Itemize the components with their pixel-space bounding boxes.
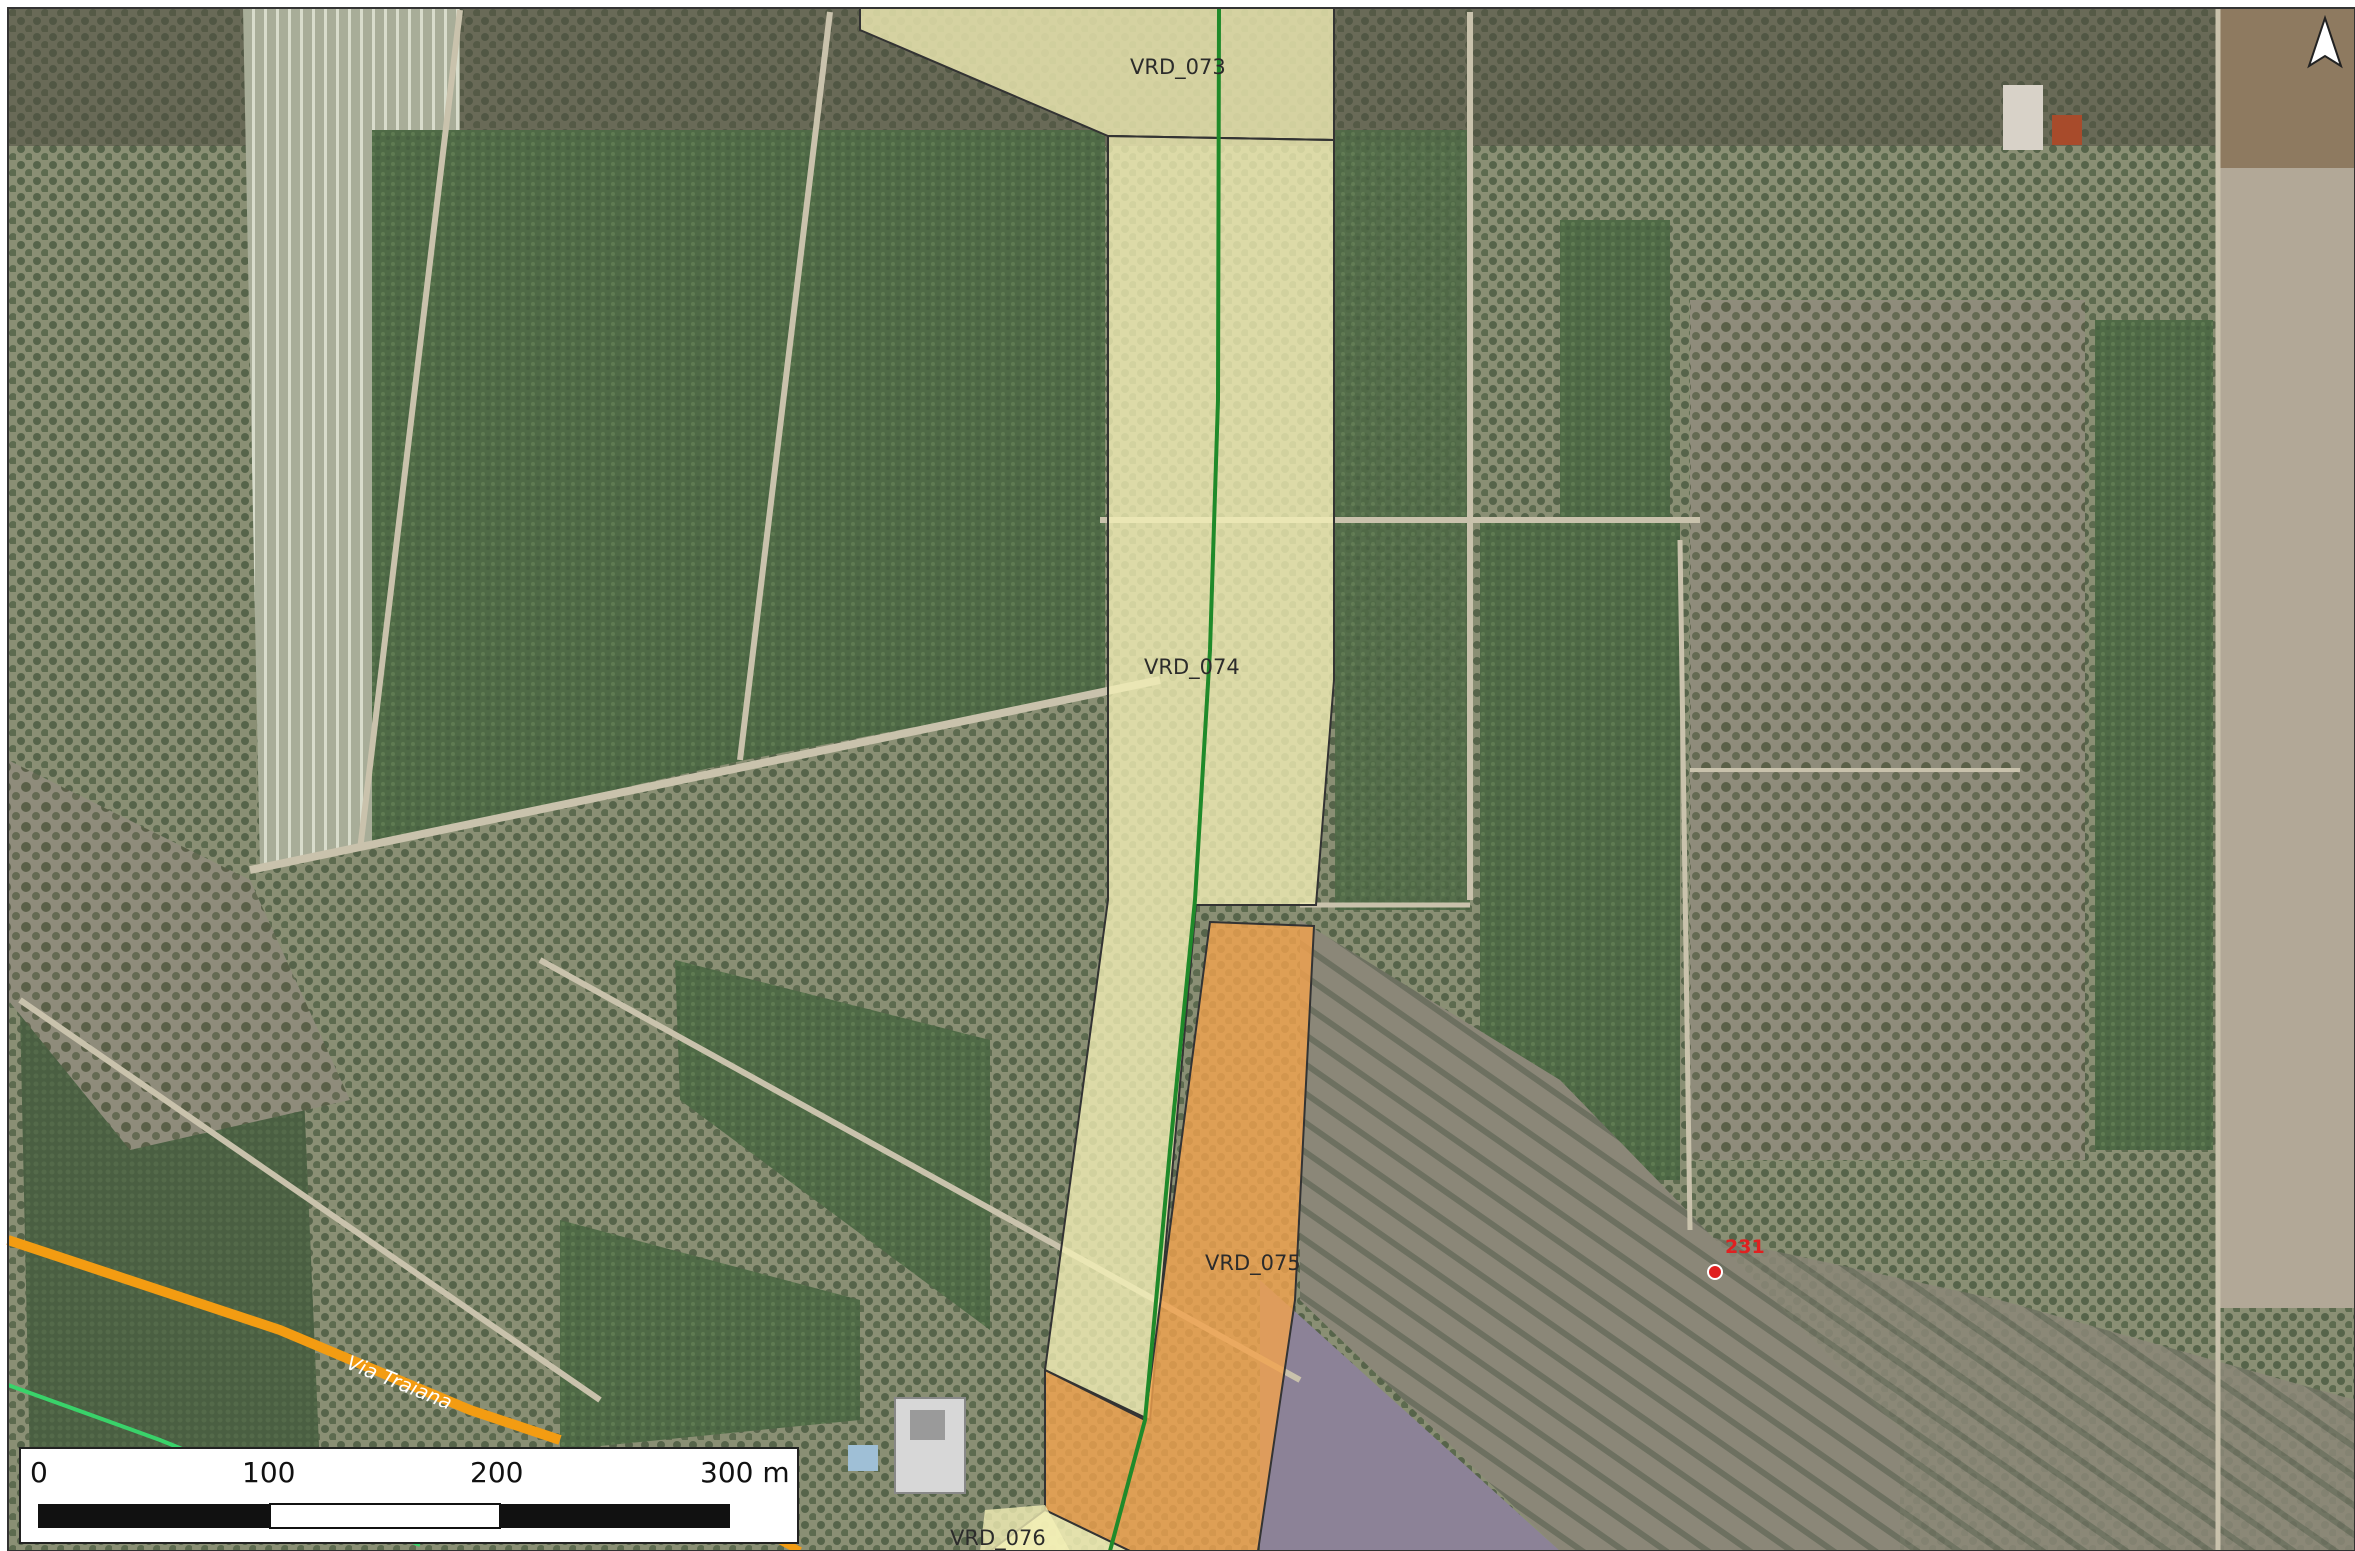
- parcel-label-vrd-076: VRD_076: [950, 1526, 1046, 1551]
- parcel-layer: [859, 7, 1335, 1551]
- parcel-label-vrd-075: VRD_075: [1205, 1251, 1301, 1276]
- scale-tick-200: 200: [470, 1456, 523, 1489]
- parcel-label-vrd-074: VRD_074: [1144, 655, 1240, 680]
- parcel-vrd-074[interactable]: [1043, 134, 1335, 1422]
- parcel-vrd-075[interactable]: [1044, 920, 1316, 1551]
- scale-tick-100: 100: [242, 1456, 295, 1489]
- north-arrow-icon: [2307, 14, 2343, 69]
- road-via-traiana[interactable]: [6, 1235, 562, 1445]
- scale-tick-300: 300 m: [700, 1456, 790, 1489]
- scale-tick-0: 0: [30, 1456, 48, 1489]
- pipeline-line[interactable]: [1108, 7, 1221, 1551]
- scale-bar: 0 100 200 300 m: [19, 1447, 799, 1544]
- map-frame: [7, 7, 2355, 1551]
- parcel-vrd-076-south: [980, 1505, 1070, 1551]
- point-231-label: 231: [1725, 1236, 1765, 1258]
- parcel-label-vrd-073: VRD_073: [1130, 55, 1226, 80]
- point-231-marker[interactable]: [1707, 1264, 1723, 1280]
